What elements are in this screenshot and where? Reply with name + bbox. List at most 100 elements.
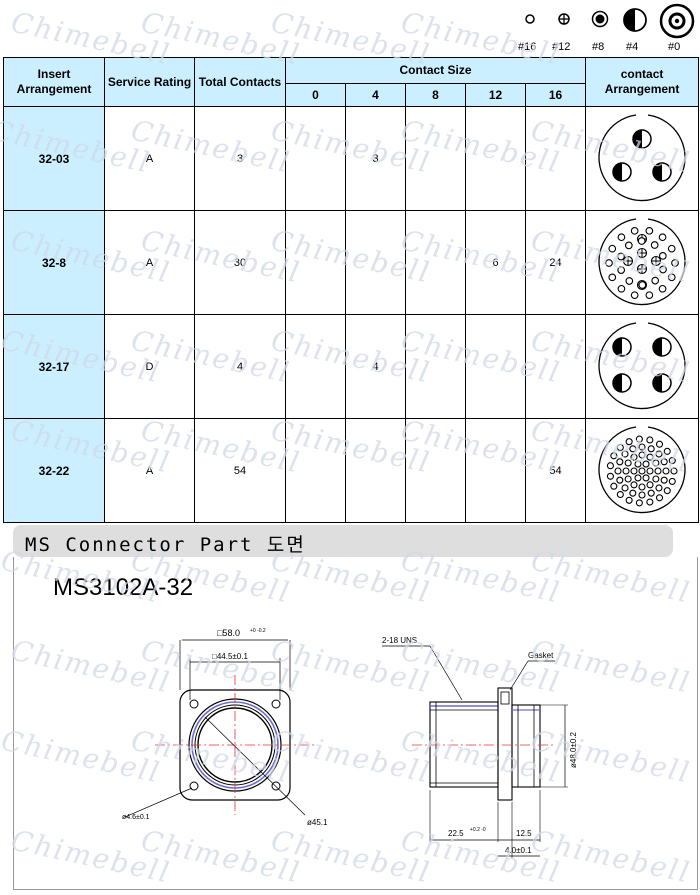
contact-pin [635,499,643,507]
section-title: MS Connector Part 도면 [25,534,306,556]
contact-pin [663,487,671,495]
header-size-8: 8 [405,83,466,107]
contact-pin [654,467,662,475]
header-size-0: 0 [285,83,346,107]
insert-cell: 32-03 [3,106,105,211]
contact-pin [610,452,618,460]
contact-pin [659,265,667,274]
contact-pin [605,259,613,267]
arrangement-cell [585,418,700,523]
contact-pin [625,277,634,285]
contact-pin [625,241,633,250]
contact-pin [616,443,624,452]
contact-pin [670,467,678,475]
contact-pin [634,460,642,468]
size-16-cell [524,314,587,419]
arrangement-32-03-diagram [598,114,686,202]
contact-pin [655,450,663,458]
contact-pin [634,474,642,482]
dim-hole-label: ø4.6±0.1 [122,814,150,821]
arrangement-32-8-diagram [598,218,686,306]
size-8-cell [405,106,466,211]
contact-pin [624,459,632,467]
dim-44-label: □44.5±0.1 [212,652,248,661]
contact-pin [621,450,629,458]
connector-technical-drawing: □58.0 +0 -0.2 □44.5±0.1 ø45.1 ø4.6±0.1 2… [122,628,578,858]
contact-pin [635,435,643,443]
contact-pin [617,252,625,261]
insert-cell: 32-22 [3,418,105,523]
arrangement-cell [585,106,700,211]
thread-label: 2-18 UNS [382,636,417,645]
size-16-cell: 24 [524,210,587,315]
contact-pin [660,476,668,484]
contact-pin [668,477,676,485]
contact-pin [606,462,615,470]
dim-58-label: □58.0 [217,628,240,638]
header-contact-size: Contact Size [284,57,587,84]
contact-pin [625,438,633,446]
size-12-cell [465,106,526,211]
size-8-cell [405,314,466,419]
contact-pin [630,467,638,475]
size-16-cell: 54 [524,418,587,523]
header-service-rating: Service Rating [104,57,195,107]
total-cell: 4 [194,314,286,419]
total-cell: 54 [194,418,286,523]
insert-cell: 32-8 [3,210,105,315]
size-12-cell [465,314,526,419]
insert-cell: 32-17 [3,314,105,419]
contact-pin [617,233,626,242]
contact-pin [647,489,655,497]
header-contact-arrangement: contact Arrangement [585,57,700,107]
contact-pin [645,291,654,300]
contact-pin [638,491,646,499]
size-0-cell [285,314,346,419]
size-4-cell: 4 [345,314,406,419]
contact-pin [655,484,663,492]
contact-pin [625,496,633,504]
contact-pin [667,244,676,253]
contact-0-icon [659,3,695,39]
dim-4-label: 4.0±0.1 [505,846,532,855]
arrangement-cell [585,314,700,419]
contact-pin [652,459,660,467]
contact-pin [630,291,639,300]
contact-12-icon [558,13,570,25]
contact-pin [646,467,654,475]
contact-pin [660,458,668,466]
contact-pin [658,233,667,242]
contact-pin [658,284,667,293]
contact-pin [624,475,632,483]
contact-pin [651,276,660,285]
header-insert-arrangement: Insert Arrangement [3,57,105,107]
contact-pin [662,467,670,475]
contact-pin [638,483,646,491]
service-cell: D [104,314,195,419]
contact-size-legend: #16 #12 #8 #4 #0 [516,3,700,56]
front-view: □58.0 +0 -0.2 □44.5±0.1 ø45.1 ø4.6±0.1 [122,628,328,827]
dim-58-tol: +0 -0.2 [250,628,266,634]
contact-pin [668,457,676,465]
size-4-cell [345,210,406,315]
table-row: 32-22 A 54 54 [3,418,700,523]
contact-pin [617,284,626,293]
contact-8-icon [591,10,609,28]
contact-pin [637,237,646,245]
size-12-cell [465,418,526,523]
contact-pin [645,226,654,235]
arrangement-cell [585,210,700,315]
dim-45-label: ø45.1 [307,818,328,827]
header-total-contacts: Total Contacts [194,57,286,107]
contact-pin [608,244,617,253]
dim-48-label: ø48.0±0.2 [569,731,578,768]
section-header: MS Connector Part 도면 [13,525,673,557]
contact-pin [616,490,624,499]
arrangement-32-22-diagram [598,426,686,514]
header-size-12: 12 [465,83,526,107]
contact-pin [614,467,622,475]
size-4-cell: 3 [345,106,406,211]
contact-pin [630,453,638,461]
size-16-cell [524,106,587,211]
contact-pin [646,436,654,444]
